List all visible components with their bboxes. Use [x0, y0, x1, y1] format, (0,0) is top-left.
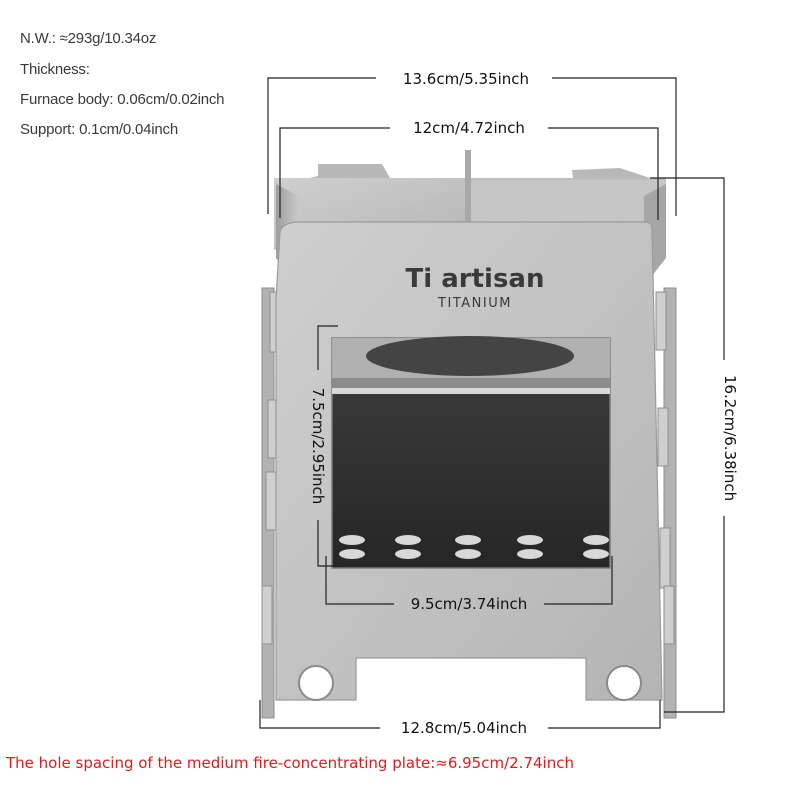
window-height-label: 7.5cm/2.95inch	[309, 388, 327, 505]
base-width-label: 12.8cm/5.04inch	[401, 719, 527, 737]
brand-subtitle: TITANIUM	[437, 296, 512, 311]
support-spec: Support: 0.1cm/0.04inch	[20, 121, 178, 138]
weight-spec: N.W.: ≈293g/10.34oz	[20, 30, 157, 47]
inner-width-label: 12cm/4.72inch	[413, 119, 525, 137]
height-label: 16.2cm/6.38inch	[721, 375, 739, 501]
furnace-body-spec: Furnace body: 0.06cm/0.02inch	[20, 91, 225, 108]
outer-width-label: 13.6cm/5.35inch	[403, 70, 529, 88]
hole-spacing-note: The hole spacing of the medium fire-conc…	[6, 754, 574, 772]
right-foot-hole	[606, 665, 642, 701]
brand-logo: Ti artisan	[406, 264, 545, 294]
window-width-label: 9.5cm/3.74inch	[411, 595, 528, 613]
left-foot-hole	[298, 665, 334, 701]
right-hinge-strip	[655, 287, 677, 719]
thickness-spec: Thickness:	[20, 61, 90, 78]
left-hinge-strip	[261, 287, 281, 719]
stove-window	[331, 336, 611, 569]
dimension-lines	[259, 77, 725, 729]
